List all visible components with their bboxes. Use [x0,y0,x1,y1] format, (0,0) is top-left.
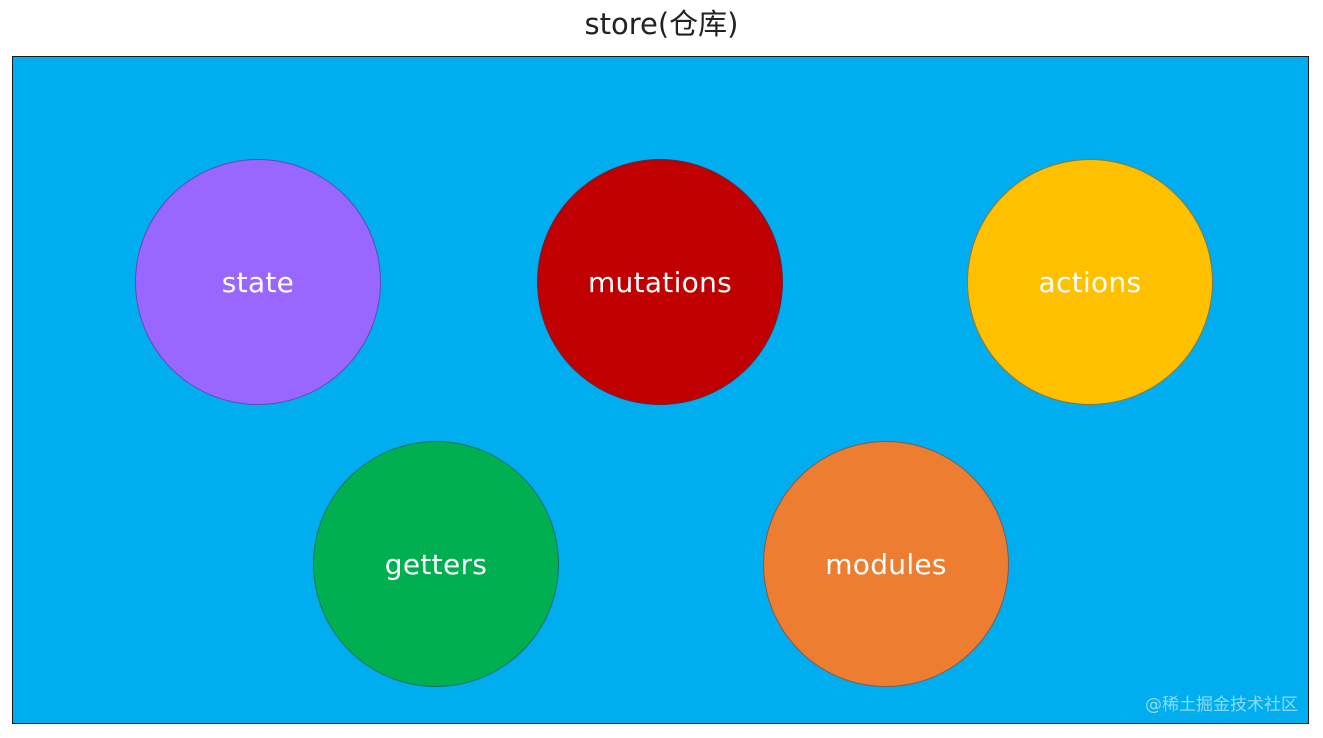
watermark: @稀土掘金技术社区 [1145,695,1298,715]
getters-label: getters [384,547,488,581]
mutations-label: mutations [587,265,733,299]
state-node: state [135,159,381,405]
actions-node: actions [967,159,1213,405]
mutations-node: mutations [537,159,783,405]
actions-label: actions [1038,265,1142,299]
modules-node: modules [763,441,1009,687]
store-container: state mutations actions getters modules … [12,56,1309,724]
state-label: state [221,265,295,299]
getters-node: getters [313,441,559,687]
diagram-title: store(仓库) [584,7,739,41]
modules-label: modules [825,547,947,581]
